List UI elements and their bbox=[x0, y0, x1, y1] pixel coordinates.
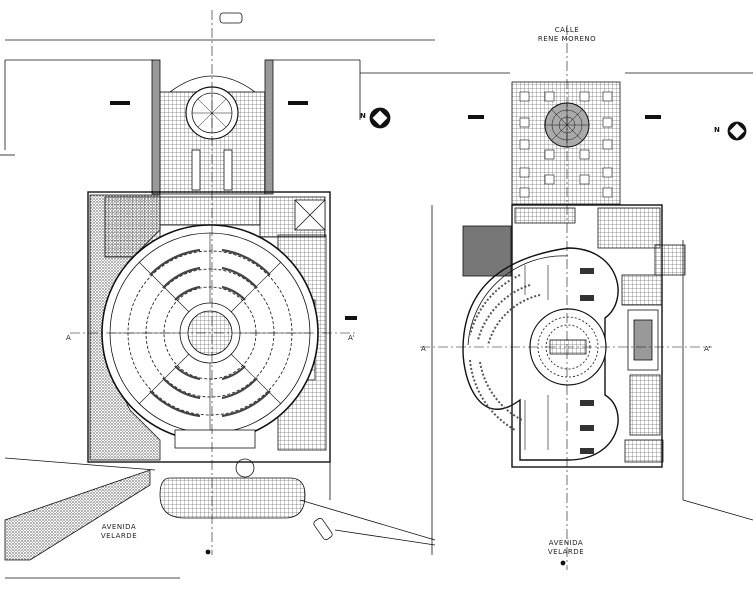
street-name-line2: RENE MORENO bbox=[537, 35, 597, 43]
right-plan bbox=[360, 25, 753, 570]
right-section-a-prime-label: A' bbox=[704, 345, 711, 353]
street-name-line2: VELARDE bbox=[100, 532, 138, 540]
left-plan bbox=[0, 10, 436, 579]
street-name-line2: VELARDE bbox=[547, 548, 585, 556]
street-name-line1: AVENIDA bbox=[548, 539, 584, 547]
right-street-top-label: CALLE RENE MORENO bbox=[527, 26, 607, 44]
left-section-a-label: A bbox=[66, 334, 71, 342]
street-name-line1: AVENIDA bbox=[101, 523, 137, 531]
left-north-label: N bbox=[360, 112, 366, 120]
left-street-bottom-label: AVENIDA VELARDE bbox=[96, 523, 142, 541]
street-name-line1: CALLE bbox=[554, 26, 580, 34]
right-section-a-label: A bbox=[421, 345, 426, 353]
left-section-a-prime-label: A' bbox=[348, 334, 355, 342]
right-street-bottom-label: AVENIDA VELARDE bbox=[543, 539, 589, 557]
right-north-label: N bbox=[714, 126, 720, 134]
